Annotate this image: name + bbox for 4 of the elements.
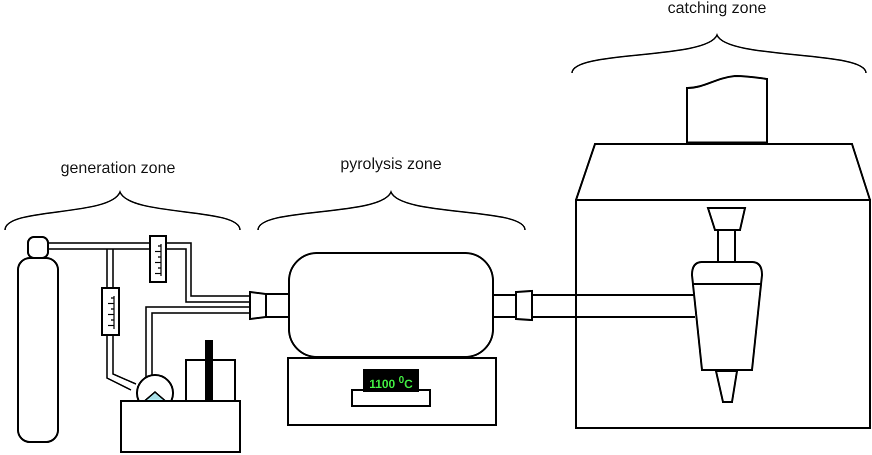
zone-label: catching zone xyxy=(668,0,766,18)
temperature-display: 1100 $^{0}$C xyxy=(363,369,419,392)
zone-label: generation zone xyxy=(60,160,176,178)
zone-label: pyrolysis zone xyxy=(340,156,442,174)
